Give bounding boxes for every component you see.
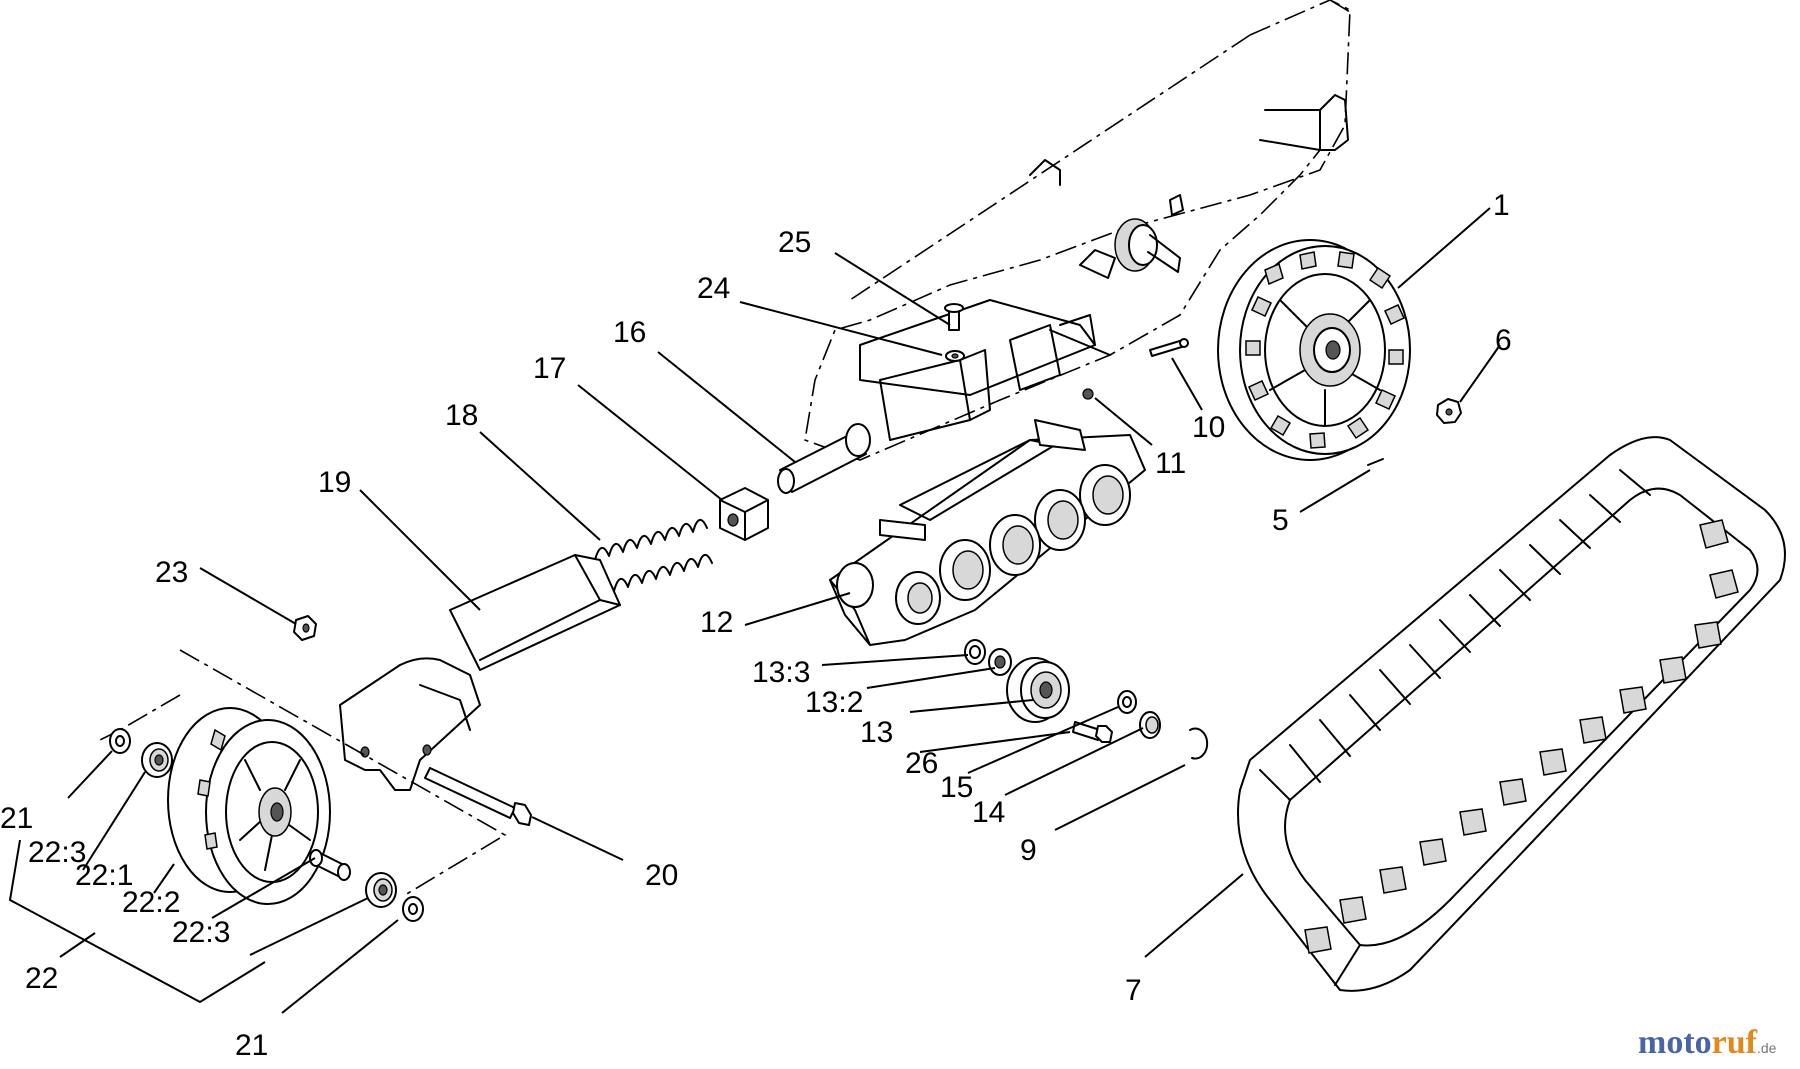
- callout-22-2: 22:2: [122, 886, 180, 919]
- callout-23: 23: [155, 556, 188, 589]
- callout-25: 25: [778, 226, 811, 259]
- callout-13-3: 13:3: [752, 656, 810, 689]
- callout-24: 24: [697, 272, 730, 305]
- spacer-22-2: [309, 849, 351, 881]
- bolt-20: [424, 767, 532, 826]
- callout-22-3-lower: 22:3: [172, 916, 230, 949]
- callout-13-2: 13:2: [805, 686, 863, 719]
- bearing-13-2: [988, 648, 1012, 676]
- callout-6: 6: [1495, 324, 1512, 357]
- snap-ring-9: [1189, 727, 1209, 760]
- callout-22-1: 22:1: [75, 859, 133, 892]
- bearing-22-3-lower: [365, 872, 397, 908]
- washer-21-upper: [109, 728, 131, 754]
- pin-10: [1149, 338, 1189, 357]
- castle-nut-6: [1436, 398, 1462, 424]
- cotter-pin-5: [1367, 458, 1384, 466]
- callout-16: 16: [613, 316, 646, 349]
- callout-17: 17: [533, 352, 566, 385]
- callout-14: 14: [972, 796, 1005, 829]
- callout-labels: 1 6 5 7 9 10 11 12 13:3 13:2 13 26 15 14…: [0, 189, 1512, 1062]
- roller-carrier-12: [829, 419, 1146, 646]
- washer-21-lower: [402, 896, 424, 922]
- callout-12: 12: [700, 606, 733, 639]
- washer-24: [945, 350, 965, 362]
- watermark-brand-a: moto: [1638, 1024, 1712, 1061]
- rubber-track-7: [1237, 436, 1786, 992]
- callout-19: 19: [318, 466, 351, 499]
- bolt-25: [944, 303, 964, 331]
- callout-1: 1: [1493, 189, 1510, 222]
- callout-26: 26: [905, 747, 938, 780]
- sprocket-teeth: [1245, 251, 1405, 449]
- callout-22: 22: [25, 962, 58, 995]
- drive-axle-stub: [1079, 218, 1181, 279]
- bearing-22-3-upper: [141, 742, 173, 778]
- washer-15: [1117, 690, 1137, 714]
- callout-13: 13: [860, 716, 893, 749]
- frame-bracket: [859, 299, 1111, 441]
- callout-21-upper: 21: [0, 802, 33, 835]
- tensioner-arm-19: [339, 554, 621, 791]
- callout-21-lower: 21: [235, 1029, 268, 1062]
- svg-text:motoruf.de: motoruf.de: [1638, 1024, 1777, 1061]
- callout-11: 11: [1155, 447, 1186, 480]
- seal-13-3: [964, 639, 986, 665]
- shaft-16: [777, 423, 871, 494]
- leader-lines: [8, 207, 1501, 1014]
- roller-13: [1006, 657, 1070, 723]
- callout-22-3-upper: 22:3: [28, 836, 86, 869]
- callout-5: 5: [1272, 504, 1289, 537]
- watermark-brand-b: ruf: [1712, 1024, 1758, 1061]
- track-guide-lugs: [1304, 519, 1739, 954]
- drive-sprocket-1: [1217, 239, 1411, 461]
- callout-7: 7: [1125, 974, 1142, 1007]
- bolt-26: [1072, 721, 1113, 743]
- callout-10: 10: [1192, 411, 1225, 444]
- idler-wheel-22-1: [167, 707, 331, 905]
- callout-18: 18: [445, 399, 478, 432]
- track-tread-bars: [1289, 469, 1651, 783]
- spring-18: [594, 519, 713, 596]
- block-17: [719, 487, 769, 541]
- watermark-suffix: .de: [1757, 1040, 1777, 1056]
- callout-9: 9: [1020, 834, 1037, 867]
- nut-11: [1082, 388, 1094, 400]
- track-frame-phantom: [804, 0, 1351, 461]
- callout-15: 15: [940, 771, 973, 804]
- carrier-rollers: [836, 464, 1131, 625]
- callout-20: 20: [645, 859, 678, 892]
- nut-23: [293, 615, 317, 641]
- watermark-logo: motoruf.de: [1638, 1024, 1777, 1061]
- spacer-14: [1139, 711, 1161, 739]
